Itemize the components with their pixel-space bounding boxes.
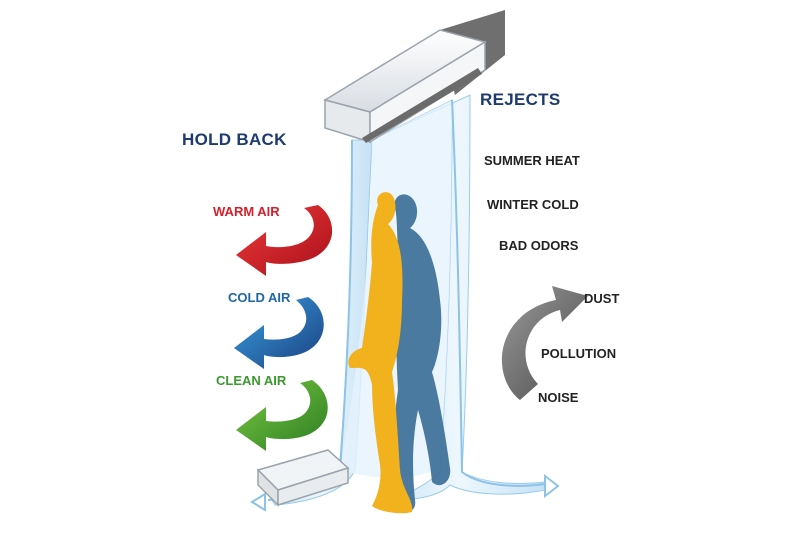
warm-air-arrow-icon	[236, 205, 333, 276]
bad-odors-label: BAD ODORS	[499, 238, 579, 253]
summer-heat-label: SUMMER HEAT	[484, 153, 580, 168]
hold-back-heading: HOLD BACK	[182, 130, 287, 149]
cold-air-label: COLD AIR	[228, 290, 291, 305]
pollution-label: POLLUTION	[541, 346, 617, 361]
clean-air-arrow-icon	[236, 380, 328, 451]
walking-person-icon	[348, 192, 451, 514]
rejects-heading: REJECTS	[480, 90, 561, 109]
air-curtain-unit-icon	[323, 10, 505, 144]
winter-cold-label: WINTER COLD	[487, 197, 579, 212]
clean-air-label: CLEAN AIR	[216, 373, 287, 388]
warm-air-label: WARM AIR	[213, 204, 280, 219]
dust-label: DUST	[584, 291, 620, 306]
floor-vent-icon	[256, 449, 350, 507]
cold-air-arrow-icon	[234, 297, 324, 369]
reject-arrow-icon	[501, 286, 588, 400]
noise-label: NOISE	[538, 390, 579, 405]
